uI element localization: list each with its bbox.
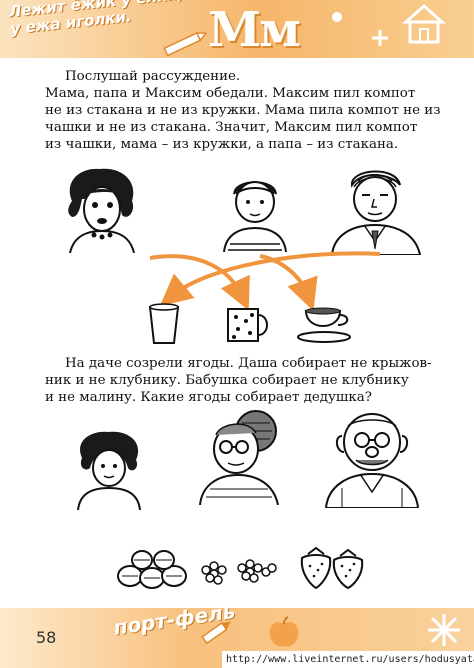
watermark-link[interactable]: http://www.liveinternet.ru/users/hodusya… [222,651,474,668]
pencil-icon [163,32,208,56]
grandfather-figure [324,413,420,508]
header-letter: Мм [208,2,301,58]
header-band [0,0,474,58]
plus-sign-icon [372,30,388,46]
arrow-father-to-glass [159,251,381,307]
task-1-line: Мама, папа и Максим обедали. Максим пил … [45,86,416,101]
mug-icon [227,308,268,342]
arrow-boy-to-cup [259,254,318,310]
apple-icon [269,616,299,647]
cup-icon [297,307,351,343]
house-icon [402,3,446,44]
glass-icon [148,303,180,344]
page-number: 58 [36,628,57,647]
brush-icon [201,621,231,645]
task-1-line: из чашки, мама – из кружки, а папа – из … [45,137,399,152]
raspberry-icon [201,559,277,585]
gooseberry-icon [117,550,187,589]
arrow-mother-to-mug [150,254,250,310]
girl-figure [77,431,141,510]
task-2-text: На даче созрели ягоды. Даша собирает не … [45,355,432,406]
task-1-line: Послушай рассуждение. [65,69,241,84]
task-1-text: Послушай рассуждение. Мама, папа и Макси… [45,68,441,153]
boy-figure [223,181,287,252]
task-2-line: ник и не клубнику. Бабушка собирает не к… [45,373,409,388]
task-1-line: не из стакана и не из кружки. Мама пила … [45,103,441,118]
father-figure [330,170,422,255]
task-1-line: чашки и не из стакана. Значит, Максим пи… [45,120,418,135]
task-2-line: На даче созрели ягоды. Даша собирает не … [65,356,432,371]
grandmother-figure [199,410,279,505]
star-doodle-icon [428,614,460,646]
arrows [150,251,381,310]
task-2-line: и не малину. Какие ягоды собирает дедушк… [45,390,372,405]
dot-icon [332,12,342,22]
mother-figure [68,168,135,253]
strawberry-icon [300,546,364,590]
